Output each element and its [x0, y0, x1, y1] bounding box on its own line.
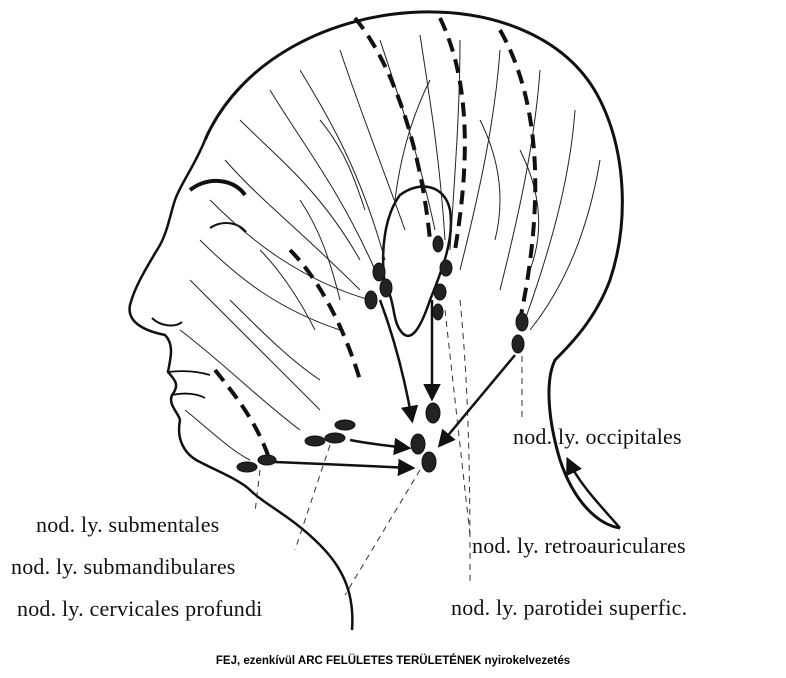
parotid-node [364, 290, 378, 310]
drainage-arrows [274, 299, 621, 529]
lymph-vessel-network [179, 34, 601, 461]
brow-outline [188, 178, 247, 197]
label-occipitales: nod. ly. occipitales [513, 424, 682, 449]
retroauricular-node [432, 235, 444, 253]
occipital-node [515, 312, 529, 332]
face-profile-outline [128, 139, 354, 631]
label-cervicales: nod. ly. cervicales profundi [17, 596, 263, 621]
submandibular-node [304, 435, 326, 447]
lymph-nodes [236, 235, 529, 473]
deep-cervical-node [421, 451, 437, 473]
retroauricular-node [439, 259, 453, 277]
retroauricular-node [433, 283, 447, 301]
occipital-node [511, 334, 525, 354]
submandibular-node [324, 432, 346, 444]
label-retroauriculares: nod. ly. retroauriculares [472, 533, 686, 558]
parotid-node [372, 262, 386, 282]
label-submandibulares: nod. ly. submandibulares [11, 554, 236, 579]
nostril-outline [151, 317, 183, 327]
submental-node [236, 461, 258, 473]
submental-node [257, 454, 277, 466]
parotid-node [379, 278, 393, 298]
eye-outline [209, 222, 247, 233]
label-submentales: nod. ly. submentales [36, 512, 220, 537]
head-profile-outline [203, 10, 624, 530]
deep-cervical-node [425, 402, 441, 424]
figure-caption: FEJ, ezenkívül ARC FELÜLETES TERÜLETÉNEK… [215, 655, 571, 667]
submandibular-node [334, 419, 356, 431]
drainage-dashed-lines [213, 16, 538, 456]
label-parotidei: nod. ly. parotidei superfic. [451, 595, 688, 620]
deep-cervical-node [410, 433, 426, 455]
lips-outline [167, 370, 211, 399]
retroauricular-node [432, 303, 444, 321]
